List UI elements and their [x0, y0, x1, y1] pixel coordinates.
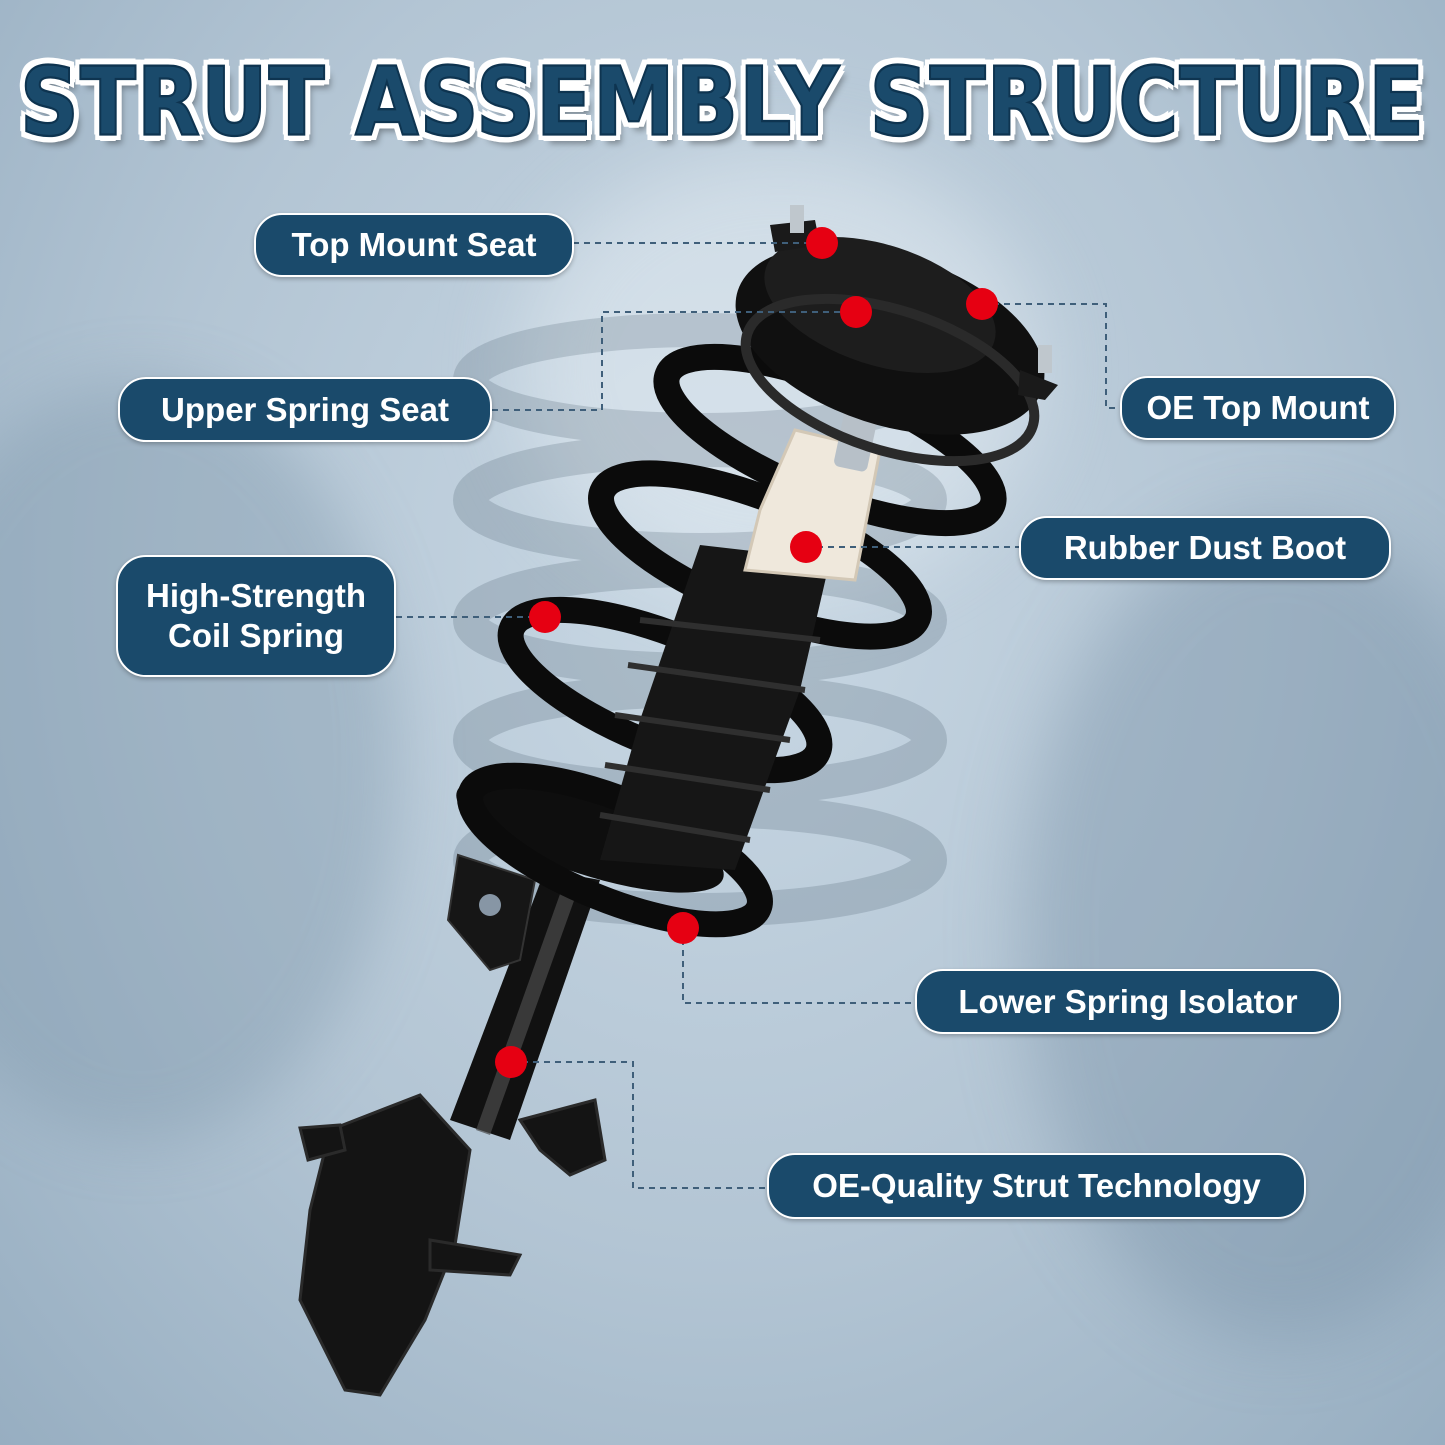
label-oe-top-mount: OE Top Mount: [1120, 376, 1396, 440]
label-text: Upper Spring Seat: [161, 390, 449, 428]
marker-upper-spring-seat: [840, 296, 872, 328]
label-text-line2: Coil Spring: [168, 617, 344, 654]
leader-lines: [396, 242, 1121, 1189]
markers: [495, 227, 998, 1078]
background-blur-shape: [0, 380, 400, 1140]
marker-rubber-dust-boot: [790, 531, 822, 563]
label-text: Rubber Dust Boot: [1063, 529, 1347, 566]
marker-coil-spring: [529, 601, 561, 633]
dust-boot: [600, 545, 830, 870]
label-text-line1: High-Strength: [146, 577, 366, 614]
leader-upper-spring-seat: [492, 311, 856, 411]
boot-ribs: [599, 617, 821, 843]
page-title: STRUT ASSEMBLY STRUCTURE: [19, 47, 1426, 159]
leader-lower-spring-isolator: [682, 928, 916, 1004]
label-lower-spring-isolator: Lower Spring Isolator: [915, 969, 1341, 1034]
marker-top-mount-seat: [806, 227, 838, 259]
top-mount: [735, 205, 1058, 467]
marker-lower-spring-isolator: [667, 912, 699, 944]
leader-oe-top-mount: [982, 303, 1121, 409]
label-strut-technology: OE-Quality Strut Technology: [767, 1153, 1306, 1219]
knuckle-bracket: [298, 1093, 607, 1397]
marker-strut-technology: [495, 1046, 527, 1078]
label-text: OE-Quality Strut Technology: [812, 1167, 1261, 1204]
label-coil-spring: High-Strength Coil Spring: [116, 555, 396, 677]
label-upper-spring-seat: Upper Spring Seat: [118, 377, 492, 442]
leader-strut-technology: [511, 1061, 768, 1189]
label-text: OE Top Mount: [1146, 389, 1370, 426]
label-rubber-dust-boot: Rubber Dust Boot: [1019, 516, 1391, 580]
marker-oe-top-mount: [966, 288, 998, 320]
label-text: Lower Spring Isolator: [958, 982, 1298, 1020]
label-top-mount-seat: Top Mount Seat: [254, 213, 574, 277]
label-text: Top Mount Seat: [291, 226, 537, 263]
